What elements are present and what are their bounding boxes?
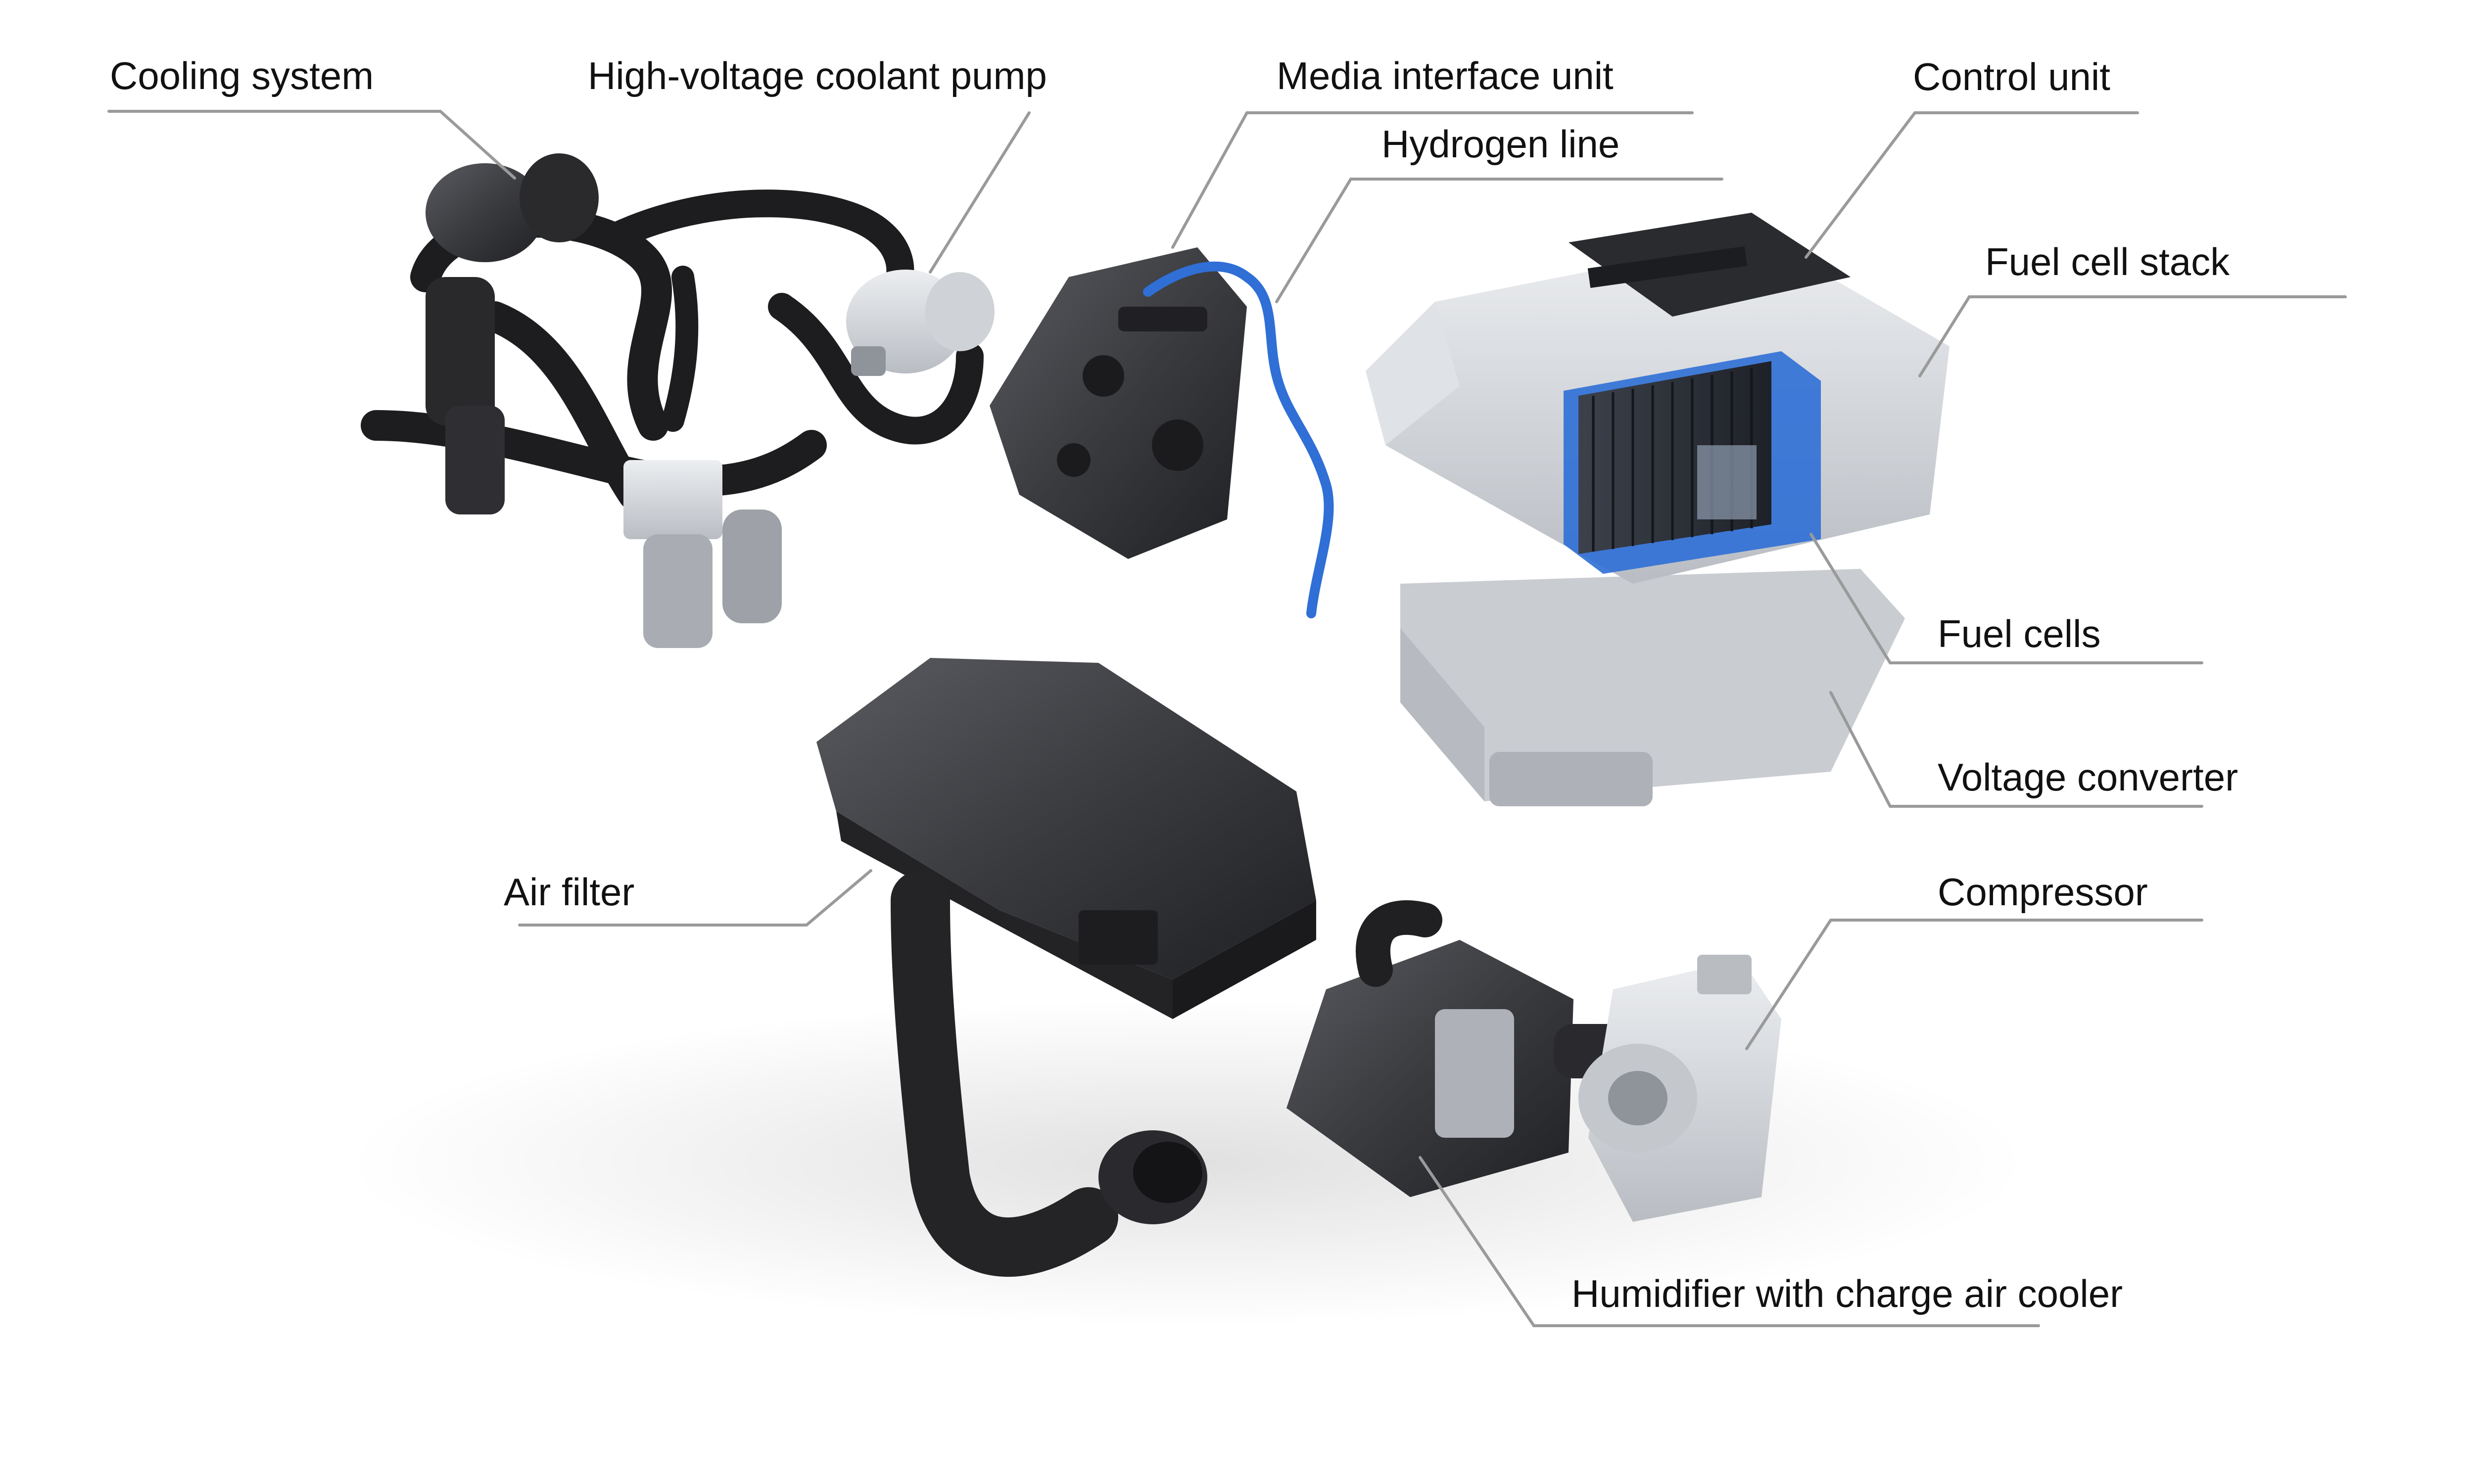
- label-humidifier: Humidifier with charge air cooler: [1571, 1272, 2123, 1315]
- humidifier-compressor-component: [1286, 900, 1781, 1222]
- label-voltage-converter: Voltage converter: [1938, 755, 2238, 799]
- leader-line-cooling-system: [107, 110, 516, 180]
- leader-line-hydrogen-line: [1275, 178, 1723, 303]
- label-fuel-cells: Fuel cells: [1938, 612, 2101, 655]
- label-air-filter: Air filter: [504, 870, 635, 914]
- label-media-interface-unit: Media interface unit: [1277, 54, 1614, 97]
- leader-line-air-filter: [518, 869, 872, 927]
- leader-line-media-interface-unit: [1171, 111, 1694, 249]
- leader-line-humidifier: [1419, 1156, 2040, 1327]
- cooling-system-component: [361, 153, 995, 648]
- label-cooling-system: Cooling system: [110, 54, 374, 97]
- label-hydrogen-line: Hydrogen line: [1381, 122, 1620, 166]
- air-filter-component: [816, 658, 1316, 1277]
- leader-line-coolant-pump: [929, 111, 1031, 274]
- hydrogen-line-component: [1143, 261, 1334, 618]
- label-compressor: Compressor: [1938, 870, 2148, 914]
- leader-line-control-unit: [1805, 111, 2139, 259]
- label-fuel-cell-stack: Fuel cell stack: [1985, 240, 2230, 283]
- label-coolant-pump: High-voltage coolant pump: [588, 54, 1047, 97]
- label-control-unit: Control unit: [1913, 55, 2110, 98]
- leader-line-compressor: [1745, 919, 2203, 1050]
- leader-lines: [107, 110, 2347, 1327]
- fuel-cell-stack-component: [1366, 213, 1950, 806]
- media-interface-unit-component: [990, 247, 1247, 559]
- leader-line-fuel-cells: [1809, 533, 2203, 664]
- leader-line-voltage-converter: [1829, 691, 2203, 808]
- leader-line-fuel-cell-stack: [1918, 295, 2347, 377]
